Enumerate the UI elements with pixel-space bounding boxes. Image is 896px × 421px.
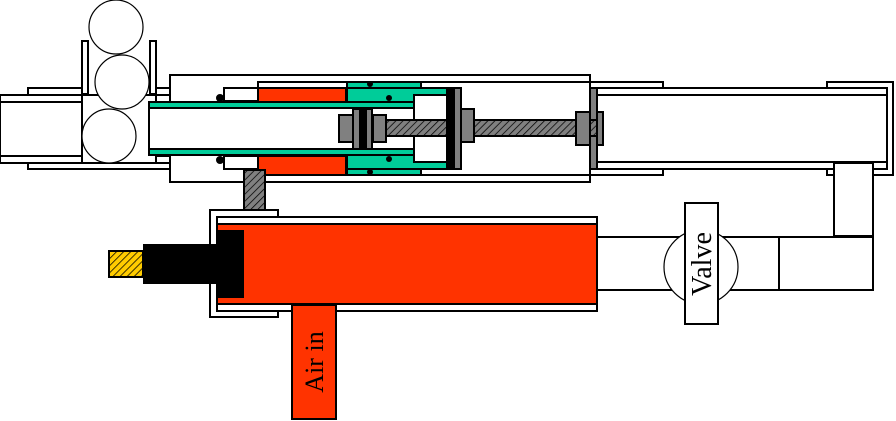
ball	[88, 0, 144, 55]
valve-label: Valve	[687, 232, 718, 296]
air-inlet: Air in	[291, 304, 337, 420]
valve: Valve	[663, 202, 739, 325]
air-in-label: Air in	[300, 331, 329, 392]
piston-rod	[338, 87, 591, 170]
seal-dot	[216, 156, 224, 164]
seal-dot	[216, 94, 224, 102]
ball	[81, 108, 137, 164]
ball	[94, 54, 150, 110]
air-cylinder	[108, 169, 598, 318]
red-pressure-chamber	[257, 87, 347, 176]
ball-hopper	[81, 0, 157, 164]
right-cylinder	[589, 81, 894, 237]
